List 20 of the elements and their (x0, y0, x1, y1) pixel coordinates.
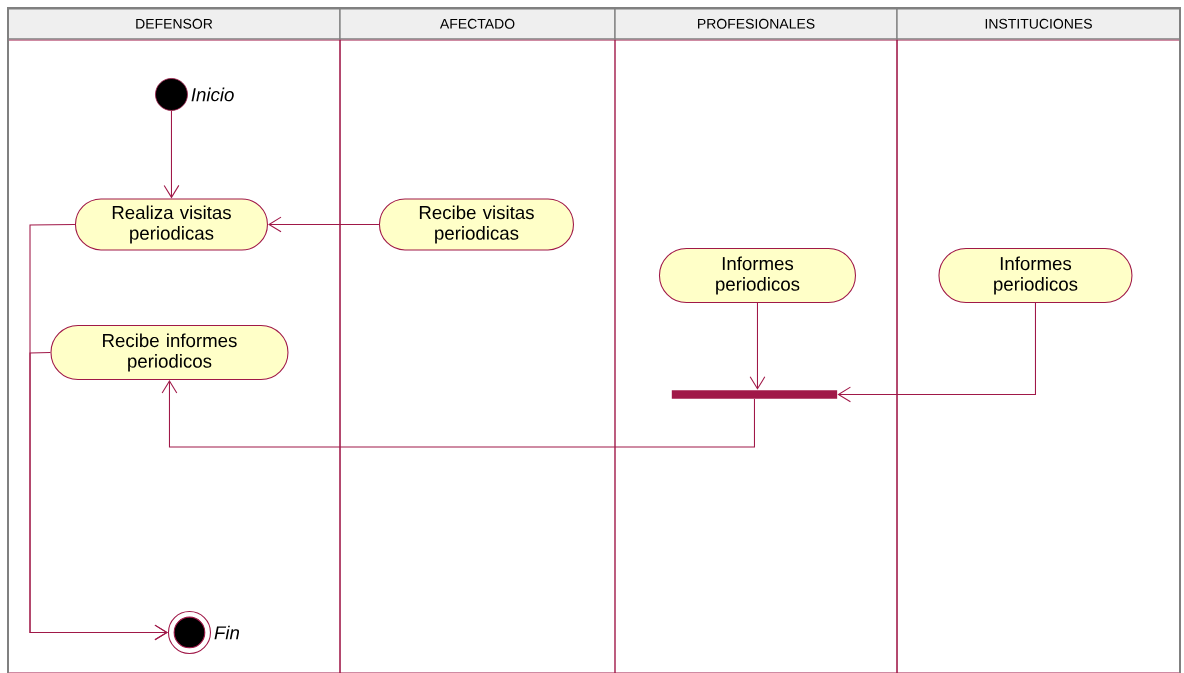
arrow (749, 302, 766, 390)
node-label: INSTITUCIONES (985, 18, 1092, 29)
node-label: AFECTADO (439, 18, 515, 29)
node-label: Inicio (191, 87, 234, 102)
start-node: Inicio (155, 78, 234, 111)
node-label: DEFENSOR (136, 18, 213, 29)
activity-box: Recibe visitas periodicas (378, 198, 574, 251)
final-node: Fin (167, 610, 240, 654)
arrow (268, 216, 380, 233)
activity-box: Informes periodicos (938, 247, 1133, 303)
arrow (29, 351, 168, 641)
sync-bar (671, 390, 838, 399)
node-label: PROFESIONALES (698, 18, 815, 29)
activity-box: Recibe informes periodicos (50, 324, 289, 380)
arrow (837, 302, 1036, 403)
node-label: Fin (214, 625, 240, 640)
arrow (163, 110, 180, 199)
activity-box: Realiza visitas periodicas (74, 198, 268, 251)
arrow (161, 380, 755, 448)
activity-box: Informes periodicos (658, 247, 856, 303)
